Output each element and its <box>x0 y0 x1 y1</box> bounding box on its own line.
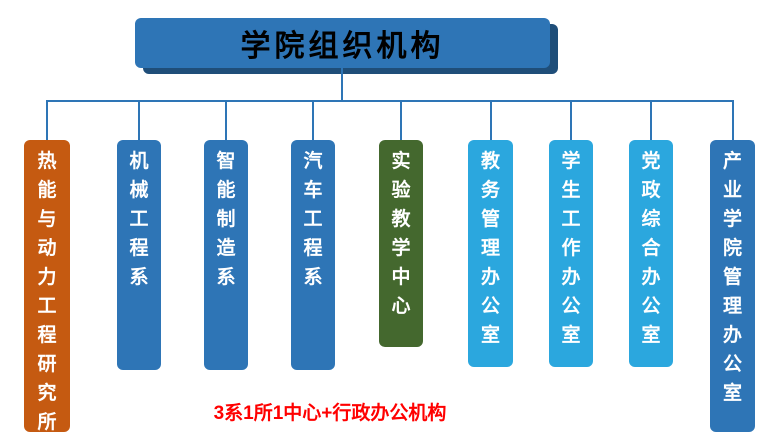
connector-stub <box>400 100 402 140</box>
box-char: 车 <box>303 180 323 201</box>
box-char: 公 <box>641 296 661 317</box>
org-box-6: 教务管理办公室 <box>468 140 513 367</box>
org-box-3: 智能制造系 <box>204 140 248 370</box>
box-char: 理 <box>480 238 500 259</box>
box-char: 党 <box>641 151 661 172</box>
box-char: 研 <box>37 354 57 375</box>
box-char: 理 <box>722 296 742 317</box>
org-box-2: 机械工程系 <box>117 140 161 370</box>
connector-stub <box>225 100 227 140</box>
box-char: 所 <box>37 412 57 433</box>
box-char: 系 <box>303 267 323 288</box>
chart-title: 学院组织机构 <box>135 18 550 68</box>
connector-stub <box>489 100 492 140</box>
box-char: 室 <box>722 383 742 404</box>
box-char: 公 <box>561 296 581 317</box>
box-char: 合 <box>641 238 661 259</box>
box-char: 政 <box>641 180 661 201</box>
box-char: 中 <box>391 267 411 288</box>
connector-line-horizontal <box>46 100 733 102</box>
box-char: 生 <box>561 180 581 201</box>
box-char: 汽 <box>303 151 323 172</box>
box-char: 管 <box>480 209 500 230</box>
box-char: 造 <box>216 238 236 259</box>
box-char: 能 <box>37 180 57 201</box>
box-char: 室 <box>641 325 661 346</box>
box-char: 系 <box>216 267 236 288</box>
box-char: 办 <box>641 267 661 288</box>
box-char: 工 <box>129 209 149 230</box>
box-char: 室 <box>561 325 581 346</box>
box-char: 验 <box>391 180 411 201</box>
org-box-4: 汽车工程系 <box>291 140 335 370</box>
box-char: 能 <box>216 180 236 201</box>
box-char: 办 <box>480 267 500 288</box>
connector-stub <box>650 100 652 140</box>
org-box-5: 实验教学中心 <box>379 140 423 347</box>
box-char: 办 <box>561 267 581 288</box>
box-char: 业 <box>722 180 742 201</box>
org-box-9: 产业学院管理办公室 <box>710 140 755 432</box>
box-char: 工 <box>561 209 581 230</box>
box-char: 制 <box>216 209 236 230</box>
box-char: 作 <box>561 238 581 259</box>
connector-stub <box>46 100 48 140</box>
org-box-1: 热能与动力工程研究所 <box>24 140 70 433</box>
box-char: 院 <box>722 238 742 259</box>
box-char: 办 <box>722 325 742 346</box>
connector-stub <box>570 100 572 140</box>
connector-stub <box>312 100 314 140</box>
box-char: 学 <box>722 209 742 230</box>
box-char: 公 <box>480 296 500 317</box>
org-box-8: 党政综合办公室 <box>629 140 673 367</box>
box-char: 室 <box>480 325 500 346</box>
connector-stub <box>731 100 734 140</box>
box-char: 管 <box>722 267 742 288</box>
box-char: 工 <box>37 296 57 317</box>
box-char: 学 <box>391 238 411 259</box>
connector-line-vertical <box>341 68 343 101</box>
box-char: 智 <box>216 151 236 172</box>
box-char: 械 <box>129 180 149 201</box>
box-char: 系 <box>129 267 149 288</box>
box-char: 与 <box>37 209 57 230</box>
box-char: 热 <box>37 151 57 172</box>
box-char: 程 <box>129 238 149 259</box>
footnote: 3系1所1中心+行政办公机构 <box>213 403 447 424</box>
box-char: 工 <box>303 209 323 230</box>
connector-stub <box>138 100 140 140</box>
box-char: 产 <box>722 151 742 172</box>
box-char: 务 <box>480 180 500 201</box>
box-char: 教 <box>480 151 500 172</box>
box-char: 程 <box>37 325 57 346</box>
box-char: 程 <box>303 238 323 259</box>
box-char: 机 <box>129 151 149 172</box>
box-char: 教 <box>391 209 411 230</box>
org-box-7: 学生工作办公室 <box>549 140 593 367</box>
box-char: 公 <box>722 354 742 375</box>
box-char: 学 <box>561 151 581 172</box>
box-char: 综 <box>641 209 661 230</box>
box-char: 心 <box>391 296 411 317</box>
box-char: 究 <box>37 383 57 404</box>
box-char: 实 <box>391 151 411 172</box>
box-char: 动 <box>37 238 57 259</box>
box-char: 力 <box>37 267 57 288</box>
